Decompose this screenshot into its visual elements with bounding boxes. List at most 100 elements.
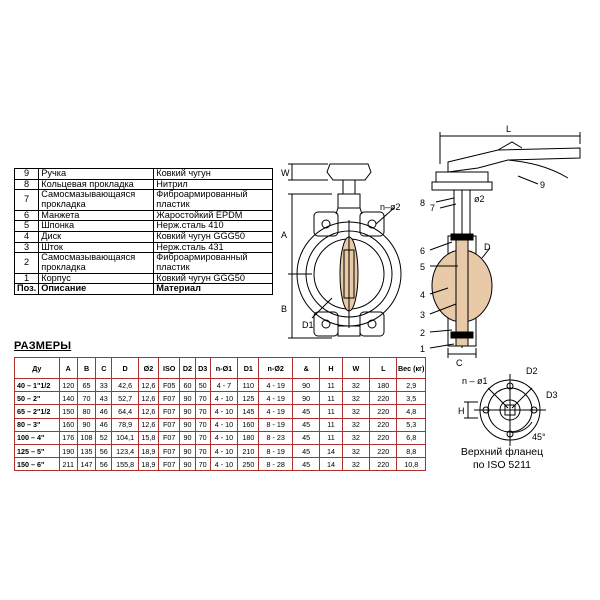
dim-value-cell: 52 [95,430,113,445]
dim-value-cell: 90 [76,417,97,432]
part-number: 4 [13,230,40,243]
part-number: 7 [13,189,40,211]
dim-size-cell: 150 – 6" [14,457,60,472]
dim-size-cell: 125 – 5" [14,443,60,459]
dim-value-cell: 52,7 [111,391,139,406]
dim-value-cell: 11 [319,404,343,419]
dim-value-cell: 45 [291,443,321,459]
dim-value-cell: 6,8 [396,430,426,445]
dim-value-cell: 46 [95,417,113,432]
dim-value-cell: 70 [194,443,211,459]
dim-value-cell: 32 [341,391,371,406]
dim-value-cell: 90 [179,404,196,419]
dim-value-cell: 4 - 10 [209,443,239,459]
label-c: C [456,358,463,368]
dim-value-cell: 4 - 10 [209,391,239,406]
dim-value-cell: 70 [194,391,211,406]
dim-value-cell: F07 [158,457,181,472]
dim-value-cell: 45 [291,430,321,445]
dim-value-cell: 11 [319,430,343,445]
dim-header-cell: C [95,357,113,379]
callout-2: 2 [420,328,425,338]
dim-value-cell: 12,6 [137,377,160,393]
dim-value-cell: 8 - 19 [258,417,293,432]
dim-value-cell: 90 [179,430,196,445]
dim-value-cell: 4 - 10 [209,404,239,419]
dim-header-cell: Ø2 [137,357,160,379]
dim-header-cell: n-Ø1 [209,357,239,379]
dim-value-cell: 4 - 19 [258,377,293,393]
dim-value-cell: 3,5 [396,391,426,406]
dim-value-cell: 14 [319,443,343,459]
dim-value-cell: 15,8 [137,430,160,445]
valve-side-view: L C ø2 D 9 8 7 6 5 4 3 2 1 [420,124,581,368]
part-description: Шток [38,241,155,254]
part-description: Диск [38,230,155,243]
dim-value-cell: 125 [237,391,260,406]
dim-header-cell: B [76,357,97,379]
dim-value-cell: 12,6 [137,404,160,419]
dim-value-cell: 4 - 7 [209,377,239,393]
dim-value-cell: 32 [341,404,371,419]
dim-value-cell: 90 [179,391,196,406]
label-n-phi2: n–ø2 [380,202,401,212]
dim-value-cell: 70 [194,430,211,445]
part-material: Ковкий чугун [153,168,273,180]
dim-value-cell: F07 [158,443,181,459]
part-material: Ковкий чугун GGG50 [153,230,273,243]
dim-value-cell: 78,9 [111,417,139,432]
label-a: A [281,230,287,240]
dim-value-cell: 104,1 [111,430,139,445]
dim-value-cell: 190 [58,443,78,459]
label-d: D [484,242,491,252]
label-w: W [281,168,290,178]
dim-header-cell: A [58,357,78,379]
dim-header-cell: Ду [14,357,60,379]
dim-value-cell: 250 [237,457,260,472]
dim-value-cell: 70 [194,417,211,432]
part-number: 5 [13,220,40,232]
dim-value-cell: 11 [319,391,343,406]
dim-value-cell: 160 [237,417,260,432]
dim-value-cell: 12,6 [137,391,160,406]
dim-size-cell: 65 – 2"1/2 [14,404,60,419]
part-material: Нерж.сталь 431 [153,241,273,254]
dim-value-cell: 150 [58,404,78,419]
dim-value-cell: 108 [76,430,97,445]
dim-value-cell: F05 [158,377,181,393]
dim-size-cell: 80 – 3" [14,417,60,432]
label-h: H [458,406,465,416]
dim-value-cell: 4,8 [396,404,426,419]
dim-value-cell: 70 [194,457,211,472]
dim-value-cell: 110 [237,377,260,393]
dim-value-cell: 18,9 [137,443,160,459]
callout-8: 8 [420,198,425,208]
dim-value-cell: 210 [237,443,260,459]
dim-value-cell: 56 [95,443,113,459]
dim-value-cell: 4 - 10 [209,457,239,472]
dim-value-cell: 32 [341,443,371,459]
dim-value-cell: 43 [95,391,113,406]
dim-header-cell: D [111,357,139,379]
dim-value-cell: 50 [194,377,211,393]
dim-value-cell: 90 [179,417,196,432]
dim-value-cell: 65 [76,377,97,393]
dim-value-cell: 45 [291,417,321,432]
dim-header-cell: D1 [237,357,260,379]
label-phi2-side: ø2 [474,194,485,204]
part-description: Манжета [38,209,155,222]
label-l: L [506,124,511,134]
part-description: Шпонка [38,220,155,232]
dim-size-cell: 100 – 4" [14,430,60,445]
part-material: Ковкий чугун GGG50 [153,272,273,285]
